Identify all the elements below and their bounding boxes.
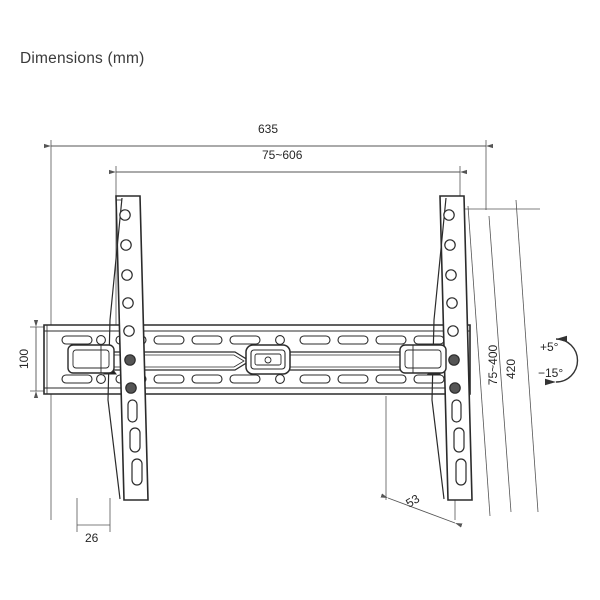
dim-label-tilt-up: +5° [540, 340, 559, 354]
right-end-clamp [399, 344, 447, 374]
tilt-angle-arc [544, 335, 579, 386]
dim-label-rail-height: 420 [504, 358, 519, 380]
dim-label-bar-height: 100 [17, 348, 32, 370]
dim-label-mounting-height: 75~400 [486, 344, 501, 386]
left-end-clamp [67, 344, 115, 374]
center-boss [245, 344, 291, 375]
dim-label-mounting-width: 75~606 [262, 148, 303, 162]
dim-label-overall-width: 635 [258, 122, 279, 136]
dim-label-tilt-down: −15° [538, 366, 564, 380]
page-title: Dimensions (mm) [20, 50, 145, 67]
right-rail-holes [443, 209, 461, 394]
left-rail-holes [119, 209, 137, 394]
left-pointed-slot [72, 351, 249, 371]
bracket-assembly [43, 195, 473, 501]
right-pointed-slot [265, 351, 442, 371]
upper-slot-row [61, 335, 445, 345]
left-rail-lower-slots [127, 399, 143, 486]
lower-slot-row [61, 374, 445, 384]
right-rail-lower-slots [451, 399, 467, 486]
dim-label-wall-offset: 26 [85, 531, 99, 545]
